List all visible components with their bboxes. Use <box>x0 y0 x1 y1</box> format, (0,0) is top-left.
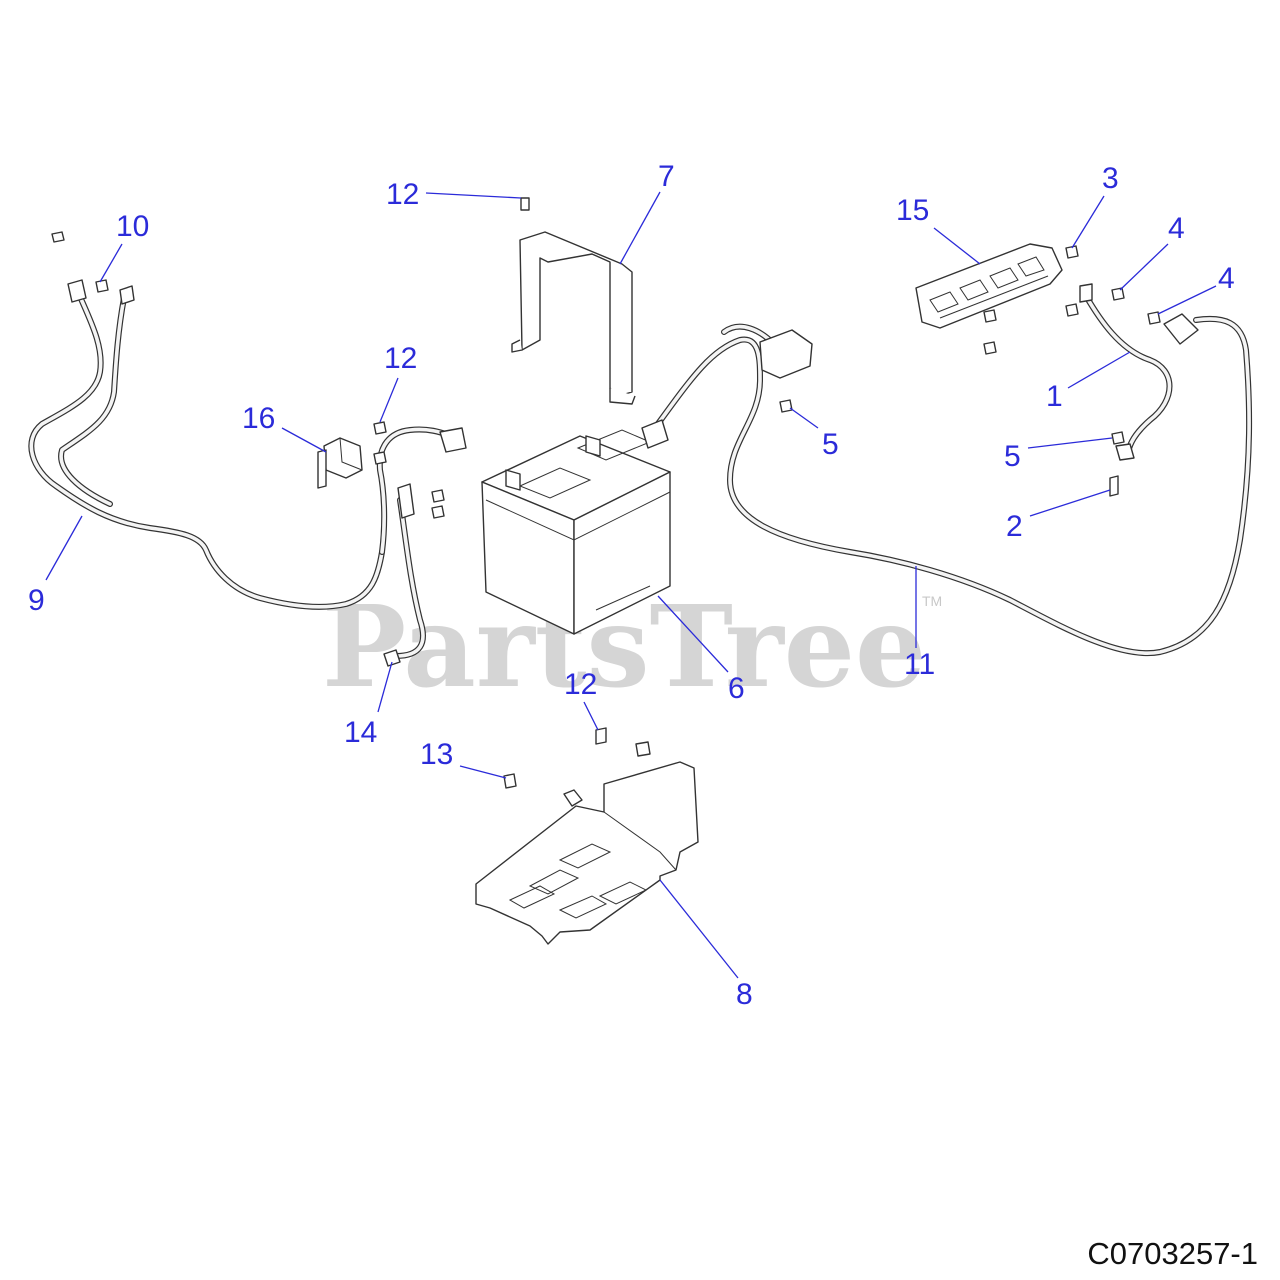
part-positive-cable[interactable] <box>641 313 1253 657</box>
callout-13[interactable]: 13 <box>420 738 453 771</box>
callout-12-mid[interactable]: 12 <box>384 342 417 375</box>
callout-12-low[interactable]: 12 <box>564 668 597 701</box>
callout-11[interactable]: 11 <box>904 648 935 681</box>
diagram-code: C0703257-1 <box>1087 1236 1258 1271</box>
leader-lines <box>45 191 1217 979</box>
callout-labels: 12 7 10 12 16 9 14 12 13 6 8 11 5 3 4 4 … <box>28 160 1235 1011</box>
part-hold-down-bracket[interactable] <box>511 231 636 405</box>
callout-14[interactable]: 14 <box>344 716 377 749</box>
part-battery-tray[interactable] <box>475 761 699 945</box>
callout-2[interactable]: 2 <box>1006 510 1023 543</box>
callout-4-right[interactable]: 4 <box>1218 262 1235 295</box>
part-fuse-block[interactable] <box>915 243 1063 329</box>
callout-1[interactable]: 1 <box>1046 380 1063 413</box>
callout-9[interactable]: 9 <box>28 584 45 617</box>
callout-12-top[interactable]: 12 <box>386 178 419 211</box>
callout-10[interactable]: 10 <box>116 210 149 243</box>
part-ground-cable[interactable] <box>1079 283 1173 461</box>
part-battery[interactable] <box>481 429 671 635</box>
callout-7[interactable]: 7 <box>658 160 675 193</box>
callout-4-left[interactable]: 4 <box>1168 212 1185 245</box>
watermark-tm: TM <box>922 593 942 609</box>
part-wiring-harness[interactable] <box>28 279 467 659</box>
callout-3[interactable]: 3 <box>1102 162 1119 195</box>
callout-16[interactable]: 16 <box>242 402 275 435</box>
callout-6[interactable]: 6 <box>728 672 745 705</box>
part-relay[interactable] <box>317 437 363 489</box>
callout-5-center[interactable]: 5 <box>822 428 839 461</box>
hardware-fasteners[interactable] <box>51 197 1161 789</box>
callout-5-right[interactable]: 5 <box>1004 440 1021 473</box>
callout-15[interactable]: 15 <box>896 194 929 227</box>
callout-8[interactable]: 8 <box>736 978 753 1011</box>
